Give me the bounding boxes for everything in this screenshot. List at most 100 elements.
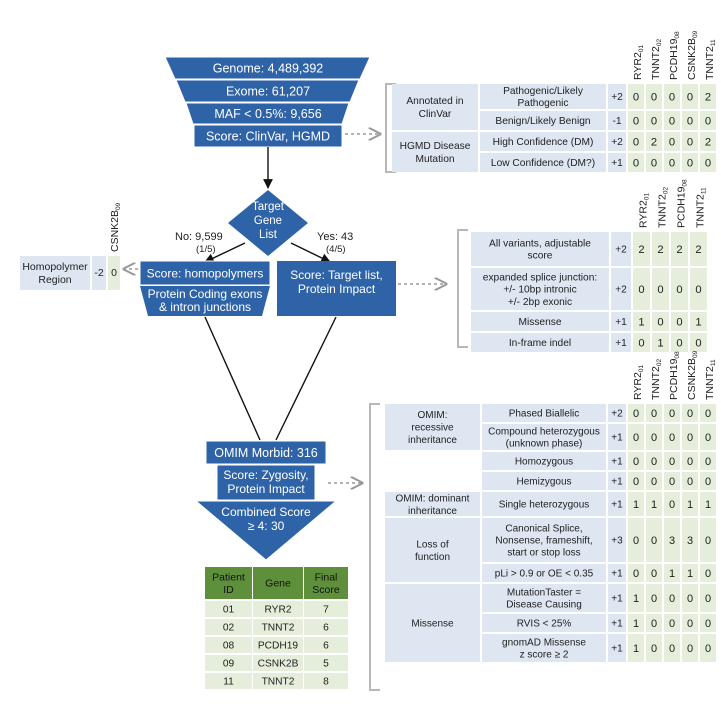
value-cell bbox=[646, 634, 662, 662]
funnel-exome-text: Exome: 61,207 bbox=[226, 85, 310, 99]
value-cell bbox=[646, 518, 662, 562]
gene-column-header: CSNK2B09 bbox=[686, 30, 699, 80]
value-cell bbox=[652, 232, 669, 266]
group-label: Loss of bbox=[416, 539, 448, 550]
value-text: 0 bbox=[705, 593, 711, 605]
criteria-label: +/- 2bp exonic bbox=[508, 297, 572, 308]
value-cell bbox=[664, 518, 680, 562]
gene-column-header: TNNT202 bbox=[657, 187, 670, 228]
value-cell bbox=[664, 472, 680, 490]
criteria-label: start or stop loss bbox=[507, 548, 580, 559]
value-cell bbox=[628, 584, 644, 612]
value-text: 1 bbox=[687, 499, 693, 511]
value-cell bbox=[628, 492, 644, 516]
criteria-cell bbox=[471, 333, 609, 352]
gene-column-header: RYR201 bbox=[638, 193, 651, 228]
funnel-exome-level bbox=[175, 79, 360, 103]
value-cell bbox=[664, 153, 680, 172]
value-text: 0 bbox=[651, 157, 657, 169]
value-text: 0 bbox=[669, 476, 675, 488]
patient-table-cell bbox=[205, 619, 252, 635]
group-cell bbox=[385, 584, 480, 662]
criteria-label: Low Confidence (DM?) bbox=[491, 158, 595, 169]
value-text: 0 bbox=[705, 476, 711, 488]
value-text: 0 bbox=[633, 476, 639, 488]
criteria-label: Compound heterozygous bbox=[488, 427, 600, 438]
value-cell bbox=[682, 111, 698, 130]
value-text: 0 bbox=[651, 91, 657, 103]
value-text: 0 bbox=[669, 157, 675, 169]
criteria-cell bbox=[482, 564, 606, 582]
patient-table-header-cell bbox=[253, 567, 303, 599]
value-cell bbox=[671, 333, 688, 352]
value-cell bbox=[664, 492, 680, 516]
value-text: 1 bbox=[633, 499, 639, 511]
value-cell bbox=[682, 634, 698, 662]
right-box bbox=[277, 261, 396, 316]
value-text: 0 bbox=[651, 476, 657, 488]
value-cell bbox=[664, 404, 680, 422]
homopolymer-label1: Homopolymer bbox=[22, 261, 88, 273]
value-text: 0 bbox=[705, 432, 711, 444]
value-text: 0 bbox=[669, 618, 675, 630]
score-weight: +1 bbox=[611, 158, 623, 169]
value-text: 0 bbox=[657, 284, 663, 296]
group-label: OMIM: bbox=[418, 410, 448, 421]
patient-table-cell bbox=[253, 601, 303, 617]
omim-mid-line1: Score: Zygosity, bbox=[223, 468, 308, 482]
value-text: 0 bbox=[651, 456, 657, 468]
value-cell bbox=[682, 84, 698, 109]
criteria-label: In-frame indel bbox=[509, 338, 571, 349]
value-cell bbox=[664, 84, 680, 109]
value-cell bbox=[633, 312, 650, 331]
omim-funnel: OMIM Morbid: 316 Score: Zygosity, Protei… bbox=[194, 440, 338, 561]
group-label: Missense bbox=[411, 619, 454, 630]
value-text: 0 bbox=[651, 593, 657, 605]
value-text: 0 bbox=[669, 408, 675, 420]
criteria-label: Nonsense, frameshift, bbox=[495, 536, 592, 547]
gene-column-header: TNNT211 bbox=[704, 39, 717, 80]
homopolymer-label-cell bbox=[20, 256, 90, 290]
value-text: 2 bbox=[705, 91, 711, 103]
score-cell bbox=[608, 84, 626, 109]
score-cell bbox=[608, 518, 626, 562]
value-text: 0 bbox=[687, 136, 693, 148]
patient-table-cell bbox=[304, 619, 348, 635]
value-text: 1 bbox=[633, 593, 639, 605]
criteria-label: MutationTaster = bbox=[507, 588, 581, 599]
score-weight: +1 bbox=[615, 338, 627, 349]
value-cell bbox=[646, 492, 662, 516]
value-cell bbox=[664, 634, 680, 662]
value-text: 0 bbox=[687, 593, 693, 605]
homopolymer-score-cell bbox=[92, 256, 106, 290]
patient-table-cell bbox=[304, 655, 348, 671]
left-box-line1: Score: homopolymers bbox=[147, 267, 264, 281]
patient-table-value: CSNK2B bbox=[258, 659, 299, 670]
bracket-table3 bbox=[369, 403, 380, 691]
patient-table-cell bbox=[205, 673, 252, 689]
score-weight: +1 bbox=[611, 433, 623, 444]
patient-table-value: 6 bbox=[323, 623, 329, 634]
criteria-cell bbox=[482, 518, 606, 562]
criteria-cell bbox=[480, 111, 606, 130]
value-text: 0 bbox=[669, 499, 675, 511]
criteria-cell bbox=[482, 584, 606, 612]
score-weight: -1 bbox=[612, 116, 621, 127]
criteria-label: High Confidence (DM) bbox=[493, 137, 594, 148]
score-cell bbox=[611, 268, 631, 310]
value-text: 0 bbox=[705, 157, 711, 169]
criteria-label: Homozygous bbox=[515, 457, 573, 468]
group-label: HGMD Disease bbox=[400, 141, 471, 152]
score-cell bbox=[608, 492, 626, 516]
value-cell bbox=[646, 614, 662, 632]
value-cell bbox=[628, 518, 644, 562]
omim-top-text: OMIM Morbid: 316 bbox=[214, 446, 318, 460]
homopolymer-score: -2 bbox=[94, 267, 103, 279]
value-cell bbox=[628, 614, 644, 632]
patient-table-cell bbox=[253, 655, 303, 671]
value-text: 2 bbox=[638, 244, 644, 256]
criteria-cell bbox=[482, 404, 606, 422]
